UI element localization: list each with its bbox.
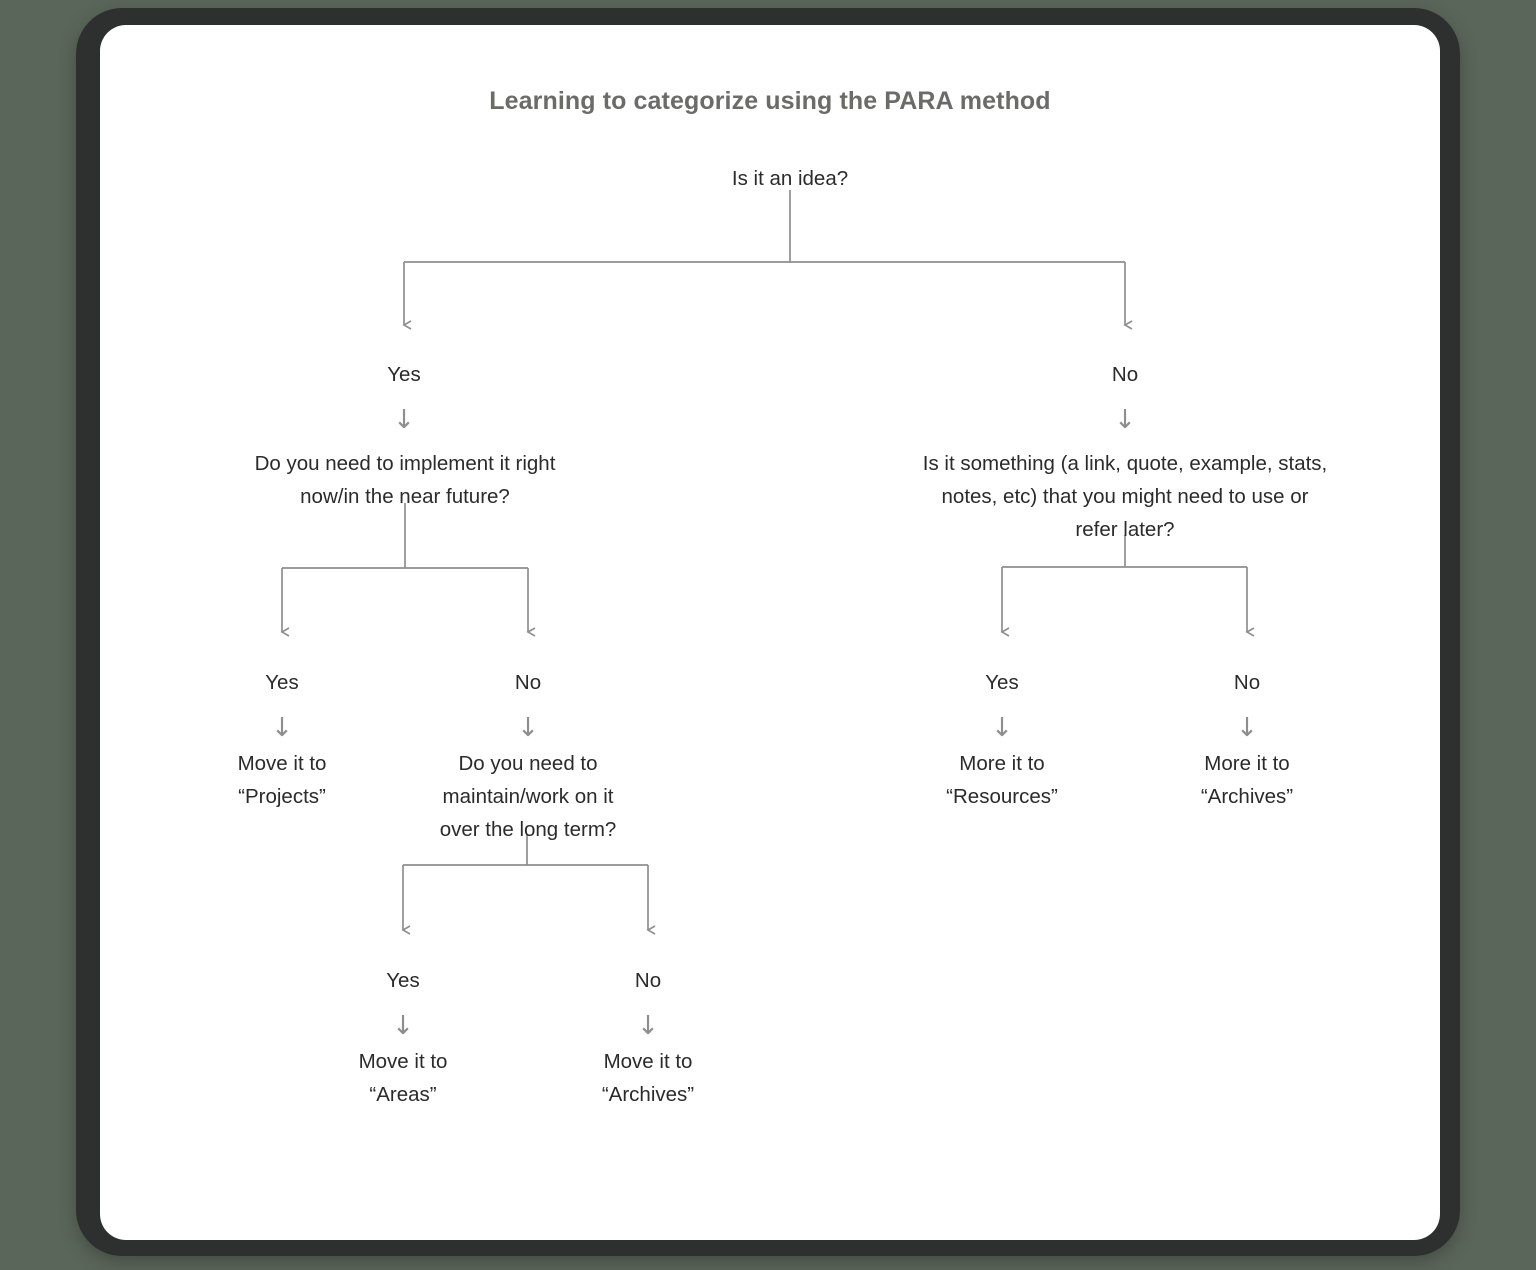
branch-label-root-no: No [1111, 363, 1139, 386]
page-title: Learning to categorize using the PARA me… [489, 87, 1051, 115]
branch-label-maintain-yes: Yes [386, 969, 420, 992]
arrow-down-icon-reference-yes: ↓ [991, 713, 1013, 743]
branch-label-implement-no: No [514, 671, 542, 694]
branch-label-reference-yes: Yes [985, 671, 1019, 694]
node-question-reference: Is it something (a link, quote, example,… [922, 452, 1328, 541]
arrow-down-icon-implement-no: ↓ [517, 713, 539, 743]
node-outcome-resources: More it to “Resources” [946, 752, 1058, 808]
branch-label-reference-no: No [1233, 671, 1261, 694]
arrow-down-icon-root-yes: ↓ [393, 405, 415, 435]
diagram-card: Learning to categorize using the PARA me… [100, 25, 1440, 1240]
arrow-down-icon-maintain-yes: ↓ [392, 1011, 414, 1041]
branch-label-maintain-no: No [634, 969, 662, 992]
branch-label-root-yes: Yes [387, 363, 421, 386]
node-outcome-archives-left: Move it to “Archives” [601, 1050, 695, 1106]
node-outcome-projects: Move it to “Projects” [237, 752, 327, 808]
node-outcome-areas: Move it to “Areas” [358, 1050, 448, 1106]
branch-label-implement-yes: Yes [265, 671, 299, 694]
arrow-down-icon-reference-no: ↓ [1236, 713, 1258, 743]
node-question-maintain: Do you need to maintain/work on it over … [439, 752, 617, 841]
node-outcome-archives-right: More it to “Archives” [1200, 752, 1294, 808]
arrow-down-icon-maintain-no: ↓ [637, 1011, 659, 1041]
arrow-down-icon-implement-yes: ↓ [271, 713, 293, 743]
node-question-implement: Do you need to implement it right now/in… [254, 452, 556, 508]
node-root: Is it an idea? [731, 167, 849, 190]
flowchart-canvas: Learning to categorize using the PARA me… [100, 25, 1440, 1240]
arrow-down-icon-root-no: ↓ [1114, 405, 1136, 435]
